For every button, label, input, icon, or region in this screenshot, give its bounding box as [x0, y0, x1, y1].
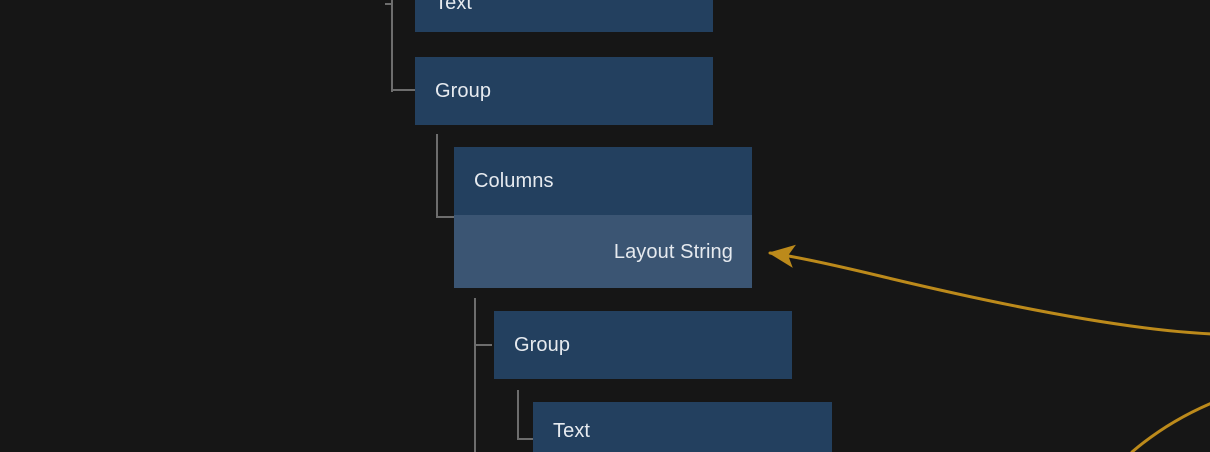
- node-layout-string-label: Layout String: [613, 240, 733, 263]
- annotation-corner-curve: [1130, 402, 1210, 452]
- conn-bottom-vertical: [517, 390, 519, 440]
- conn-bottom-elbow: [517, 438, 535, 440]
- node-text-top[interactable]: Text: [415, 0, 713, 32]
- conn-top-stub: [385, 3, 393, 5]
- conn-mid-elbow: [436, 216, 456, 218]
- annotation-layout-string-pointer: [768, 244, 1210, 336]
- conn-mid-vertical: [436, 134, 438, 218]
- node-group-upper-label: Group: [435, 80, 492, 102]
- node-text-bottom-label: Text: [553, 420, 591, 442]
- node-layout-string[interactable]: Layout String: [454, 215, 752, 288]
- node-group-lower[interactable]: Group: [494, 311, 792, 379]
- conn-low-vertical: [474, 298, 476, 452]
- node-columns-label: Columns: [474, 170, 554, 192]
- conn-top-vertical: [391, 0, 393, 92]
- node-group-upper[interactable]: Group: [415, 57, 713, 125]
- conn-low-tick: [474, 344, 492, 346]
- node-group-lower-label: Group: [514, 334, 571, 356]
- node-text-top-label: Text: [435, 0, 473, 14]
- node-text-bottom[interactable]: Text: [533, 402, 832, 452]
- conn-top-elbow: [391, 89, 415, 91]
- node-columns[interactable]: Columns: [454, 147, 752, 215]
